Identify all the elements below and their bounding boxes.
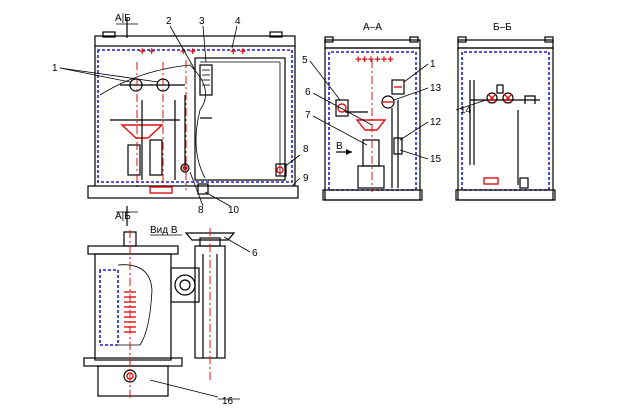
aa-callout-5: 5 [302,55,308,66]
plus-mark: + + [230,46,246,58]
front-door [194,57,286,181]
section-bb-title: Б–Б [493,22,512,33]
plus-mark: + + [180,46,196,58]
callout-8-bottom: 8 [198,205,204,216]
section-marker-top: А|Б [115,13,131,24]
callout-10: 10 [228,205,240,216]
valve-handwheel [120,124,164,139]
aa-callout-7: 7 [305,110,311,121]
section-bb: Б–Б 14 [455,22,556,201]
callout-2: 2 [166,16,172,27]
section-aa-title: А–А [363,22,382,33]
view-v: А|Б Вид В [83,206,258,407]
aa-callout-1: 1 [430,59,436,70]
view-v-base [97,365,169,397]
front-base [87,185,299,199]
v-callout-6: 6 [252,248,258,259]
callout-9: 9 [303,173,309,184]
aa-callout-15: 15 [430,154,442,165]
aa-handwheel [355,119,387,131]
front-view: + + + + + + А|Б 1 2 3 4 8 9 8 10 [52,13,309,216]
bb-callout-14: 14 [460,105,472,116]
callout-1: 1 [52,63,58,74]
aa-callout-6: 6 [305,87,311,98]
callout-4: 4 [235,16,241,27]
plus-mark: + + [139,46,155,58]
section-marker-bottom: А|Б [115,211,131,222]
section-aa: А–А ++++++ В 5 6 7 1 1 [302,22,442,201]
view-v-handwheel [184,232,236,241]
view-v-insulation [99,269,119,346]
front-insulation [97,49,293,183]
callout-8: 8 [303,144,309,155]
section-bb-body [457,47,554,201]
view-v-housing [94,253,172,361]
arrow-v-label: В [336,141,343,152]
section-bb-insulation [461,51,550,191]
callout-3: 3 [199,16,205,27]
front-top-rim [94,35,296,47]
plus-mark-row: ++++++ [355,54,394,66]
v-callout-16: 16 [222,396,234,407]
aa-callout-12: 12 [430,117,442,128]
front-latch [275,163,287,177]
aa-callout-13: 13 [430,83,442,94]
relay-block [199,64,213,96]
view-v-title: Вид В [150,225,178,236]
